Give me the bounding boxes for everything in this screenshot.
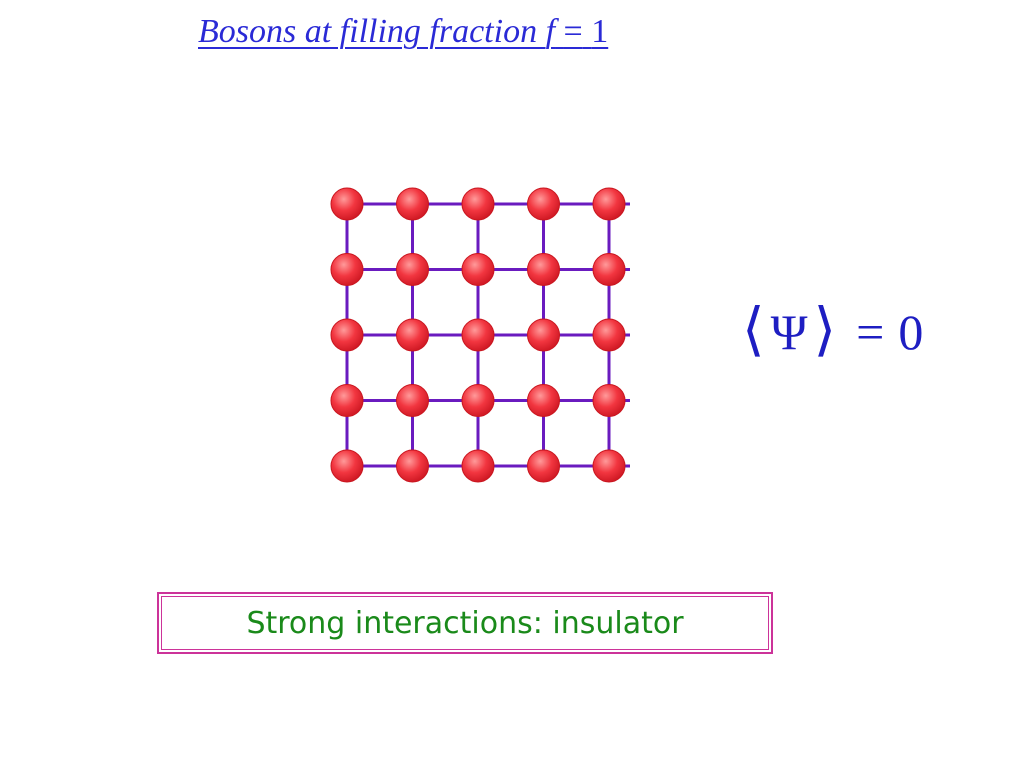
boson-site — [592, 384, 626, 417]
title-value: 1 — [591, 13, 609, 50]
answer-box: Strong interactions: insulator — [157, 592, 773, 654]
answer-text: Strong interactions: insulator — [161, 596, 769, 650]
psi-symbol: Ψ — [770, 304, 808, 360]
boson-site — [330, 253, 364, 286]
boson-site — [592, 449, 626, 483]
equation-value: 0 — [898, 304, 924, 360]
order-parameter-equation: ⟨ Ψ ⟩ = 0 — [738, 297, 924, 364]
boson-site — [461, 449, 495, 483]
boson-site — [461, 253, 495, 286]
title-text: Bosons at filling fraction — [198, 13, 546, 50]
boson-site — [396, 449, 429, 483]
left-angle-bracket: ⟨ — [742, 297, 765, 362]
boson-site — [527, 384, 560, 417]
equals-sign: = — [856, 304, 885, 360]
boson-site — [330, 384, 364, 417]
boson-site — [592, 318, 626, 352]
boson-lattice-diagram — [330, 187, 630, 483]
title-equals: = — [563, 13, 583, 50]
boson-site — [330, 318, 364, 352]
boson-site — [527, 253, 560, 286]
boson-site — [330, 449, 364, 483]
boson-site — [396, 318, 429, 352]
boson-site — [527, 449, 560, 483]
title-variable: f — [545, 13, 556, 50]
boson-site — [461, 384, 495, 417]
boson-site — [592, 187, 626, 221]
boson-site — [396, 187, 429, 221]
boson-site — [461, 318, 495, 352]
slide-title: Bosons at filling fraction f = 1 — [198, 10, 608, 54]
lattice-sites — [330, 187, 626, 483]
boson-site — [592, 253, 626, 286]
boson-site — [396, 253, 429, 286]
boson-site — [527, 187, 560, 221]
boson-site — [330, 187, 364, 221]
boson-site — [396, 384, 429, 417]
right-angle-bracket: ⟩ — [813, 297, 837, 362]
boson-site — [527, 318, 560, 352]
boson-site — [461, 187, 495, 221]
